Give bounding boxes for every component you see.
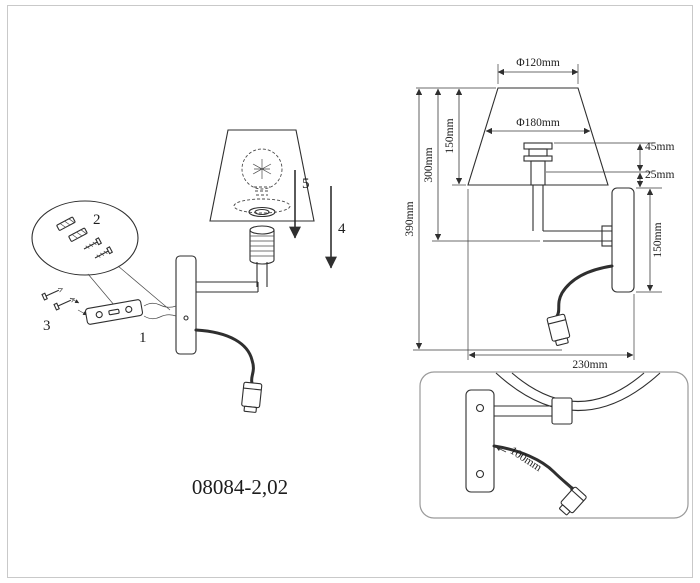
dim-100-label: 100mm [508, 445, 544, 474]
assembly-view: 5 4 [31, 129, 346, 499]
svg-text:390mm: 390mm [404, 201, 416, 236]
dim-shade-bottom-diameter: Φ180mm [485, 117, 591, 135]
svg-text:Φ180mm: Φ180mm [516, 117, 560, 129]
gooseneck-detail [492, 444, 578, 494]
inset-box [419, 371, 689, 519]
dim-shade-height: 150mm [444, 88, 466, 186]
filament-icon [252, 159, 272, 179]
stem [532, 185, 544, 231]
dim-45-label: 45mm [645, 141, 674, 153]
product-code: 08084-2,02 [192, 475, 288, 499]
page-border [7, 5, 693, 578]
step3-label: 3 [43, 318, 51, 334]
step4-label: 4 [338, 221, 346, 237]
callout-leader-line [117, 265, 171, 311]
socket-detail [551, 397, 573, 425]
wall-arm [196, 281, 259, 293]
step5-arrow: 5 [289, 170, 310, 239]
dim-shade-top-diameter: Φ120mm [497, 57, 579, 84]
wire [143, 314, 177, 320]
gooseneck-dim-arrow [495, 446, 507, 453]
shade-arc-inner [511, 372, 645, 402]
screw-hole [475, 403, 485, 413]
wall-arm-side [543, 225, 613, 247]
mounting-bracket: 1 [84, 299, 177, 346]
wall-plate [175, 255, 197, 355]
wall-plate-detail [465, 389, 495, 493]
lamp-holder [249, 225, 275, 287]
dim-backplate-height: 150mm [636, 188, 664, 293]
svg-text:230mm: 230mm [572, 359, 607, 371]
dim-overall-depth: 230mm [467, 189, 635, 371]
light-bulb-icon [241, 148, 283, 200]
screw-hole [475, 469, 485, 479]
step2-label: 2 [93, 212, 101, 228]
socket-assembly [523, 142, 553, 186]
dim-shade-to-arm: 300mm [423, 88, 540, 242]
detail-inset: 100mm [419, 371, 689, 519]
shade-arc [495, 372, 661, 411]
shade-socket-ring [233, 198, 291, 218]
reading-head [241, 381, 263, 413]
lampshade-side [467, 87, 609, 186]
step4-arrow: 4 [325, 186, 346, 269]
gooseneck-side [555, 264, 614, 318]
dim-25-label: 25mm [645, 169, 674, 181]
wire [143, 302, 177, 308]
callout-screws-icon [83, 237, 114, 259]
mounting-screws: 3 [41, 288, 88, 334]
step5-label: 5 [302, 176, 310, 192]
svg-text:150mm: 150mm [444, 118, 456, 153]
svg-text:300mm: 300mm [423, 147, 435, 182]
dimension-view: Φ120mm Φ180mm 150mm 300mm 390mm [404, 57, 674, 371]
wall-plate-side [611, 187, 635, 293]
detail-callout: 2 [31, 200, 171, 313]
svg-text:150mm: 150mm [652, 222, 664, 257]
wall-anchors-icon [56, 216, 88, 242]
dim-overall-height: 390mm [404, 88, 562, 351]
reading-head-side [546, 313, 571, 346]
arm-detail [494, 405, 552, 417]
dim-socket-offsets: 45mm 25mm [546, 141, 674, 189]
reading-head-detail [559, 486, 587, 516]
gooseneck [194, 328, 255, 385]
step1-label: 1 [139, 330, 147, 346]
svg-text:Φ120mm: Φ120mm [516, 57, 560, 69]
lampshade [209, 129, 315, 222]
plate-screw-hole [183, 315, 189, 321]
